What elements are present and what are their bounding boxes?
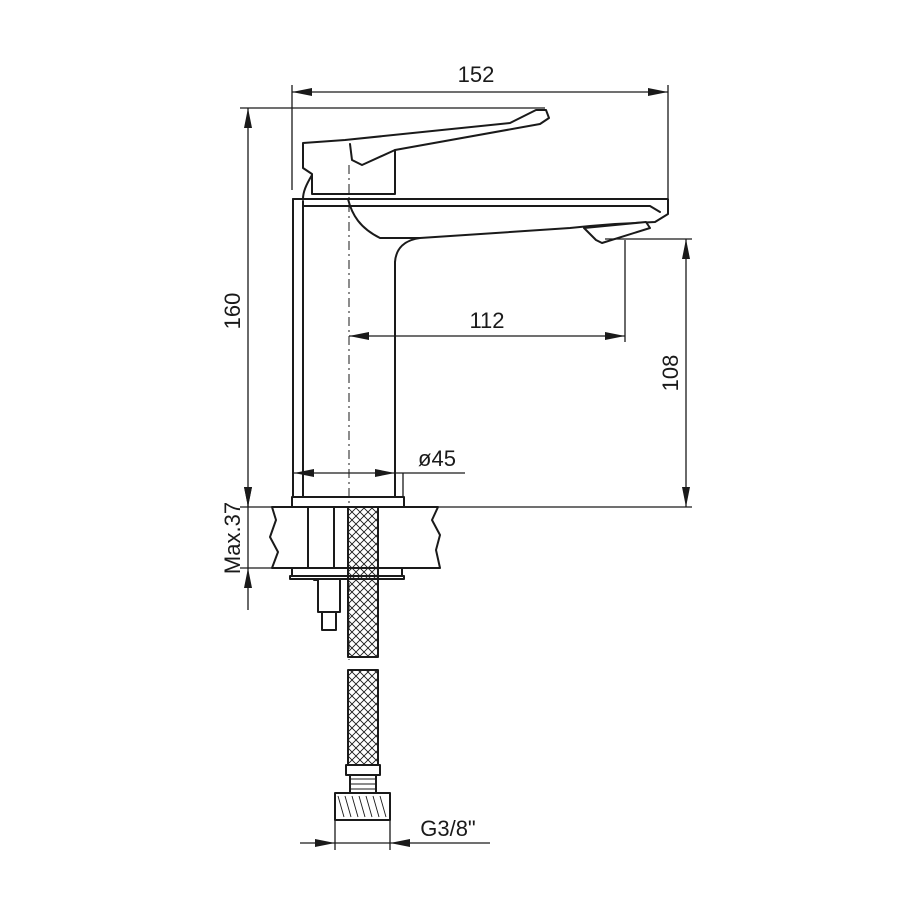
braided-hose [334, 506, 391, 821]
dim-spout-reach: 112 [349, 240, 626, 342]
label-152: 152 [458, 62, 495, 87]
label-diameter: ø45 [418, 446, 456, 471]
faucet-body [291, 109, 669, 508]
label-112: 112 [469, 308, 504, 333]
label-thread: G3/8" [420, 816, 476, 841]
lever-handle [302, 109, 550, 195]
dim-overall-length: 152 [291, 62, 669, 198]
dim-spout-height: 108 [404, 238, 692, 508]
label-160: 160 [220, 293, 245, 330]
base-ring [291, 496, 405, 508]
dim-connection-thread: G3/8" [300, 816, 490, 850]
aerator [583, 221, 651, 244]
dim-deck-thickness: Max.37 [220, 487, 290, 610]
dim-body-diameter: ø45 [294, 446, 465, 497]
label-max37: Max.37 [220, 502, 245, 574]
dim-total-height: 160 [220, 107, 545, 507]
label-108: 108 [658, 355, 683, 392]
